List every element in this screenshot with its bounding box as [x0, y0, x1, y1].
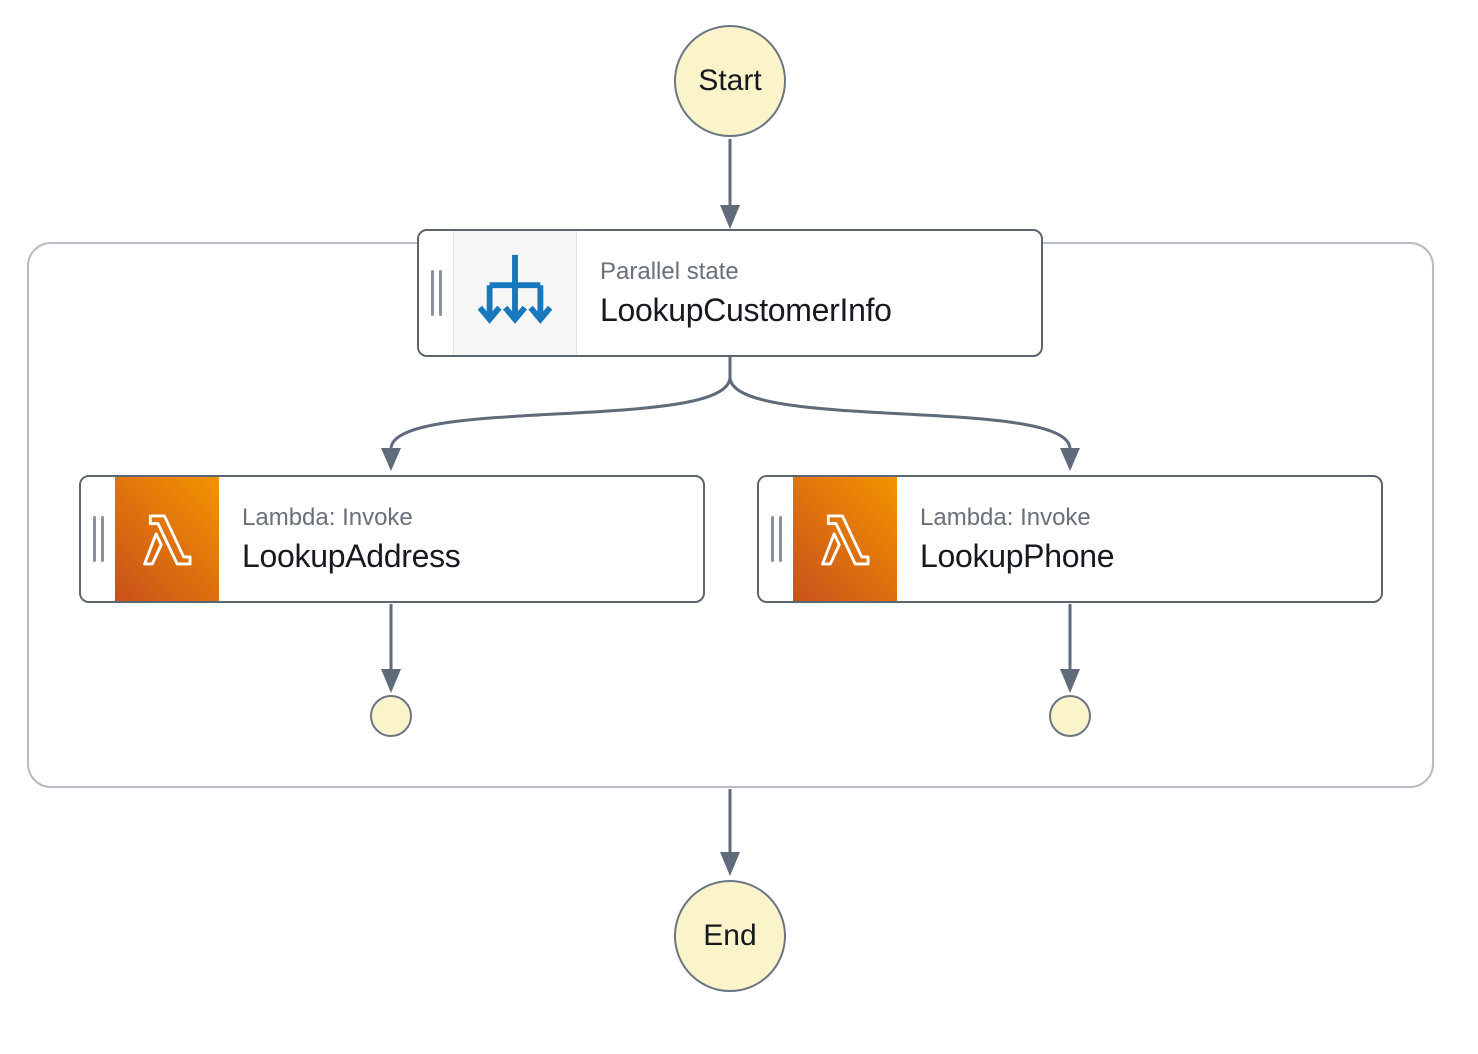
parallel-icon-cell: [453, 231, 577, 355]
drag-handle[interactable]: [759, 477, 793, 601]
node-title: LookupCustomerInfo: [600, 291, 892, 328]
branch-end-marker: [370, 695, 412, 737]
drag-handle-bar: [770, 516, 774, 562]
node-text: Parallel state LookupCustomerInfo: [577, 231, 1041, 355]
drag-handle[interactable]: [81, 477, 115, 601]
node-lambda-lookupphone[interactable]: Lambda: Invoke LookupPhone: [757, 475, 1383, 603]
drag-handle-bar: [430, 270, 434, 316]
edge-parallel-to-end: [720, 789, 740, 876]
node-lambda-lookupaddress[interactable]: Lambda: Invoke LookupAddress: [79, 475, 705, 603]
edge-start-to-parallel: [720, 139, 740, 229]
parallel-branch-icon: [477, 254, 553, 324]
lambda-icon: [821, 514, 870, 566]
start-label: Start: [698, 64, 762, 97]
drag-handle-bar: [778, 516, 782, 562]
node-type-label: Lambda: Invoke: [242, 503, 413, 531]
node-text: Lambda: Invoke LookupPhone: [897, 477, 1381, 601]
node-type-label: Lambda: Invoke: [920, 503, 1091, 531]
node-title: LookupPhone: [920, 537, 1115, 574]
node-title: LookupAddress: [242, 537, 461, 574]
end-node: End: [674, 880, 786, 992]
node-parallel-state[interactable]: Parallel state LookupCustomerInfo: [417, 229, 1043, 357]
end-label: End: [703, 919, 757, 952]
lambda-icon-cell: [793, 477, 897, 601]
node-type-label: Parallel state: [600, 257, 739, 285]
drag-handle[interactable]: [419, 231, 453, 355]
drag-handle-bar: [100, 516, 104, 562]
node-text: Lambda: Invoke LookupAddress: [219, 477, 703, 601]
drag-handle-bar: [438, 270, 442, 316]
lambda-icon-cell: [115, 477, 219, 601]
start-node: Start: [674, 25, 786, 137]
lambda-icon: [143, 514, 192, 566]
branch-end-marker: [1049, 695, 1091, 737]
drag-handle-bar: [92, 516, 96, 562]
